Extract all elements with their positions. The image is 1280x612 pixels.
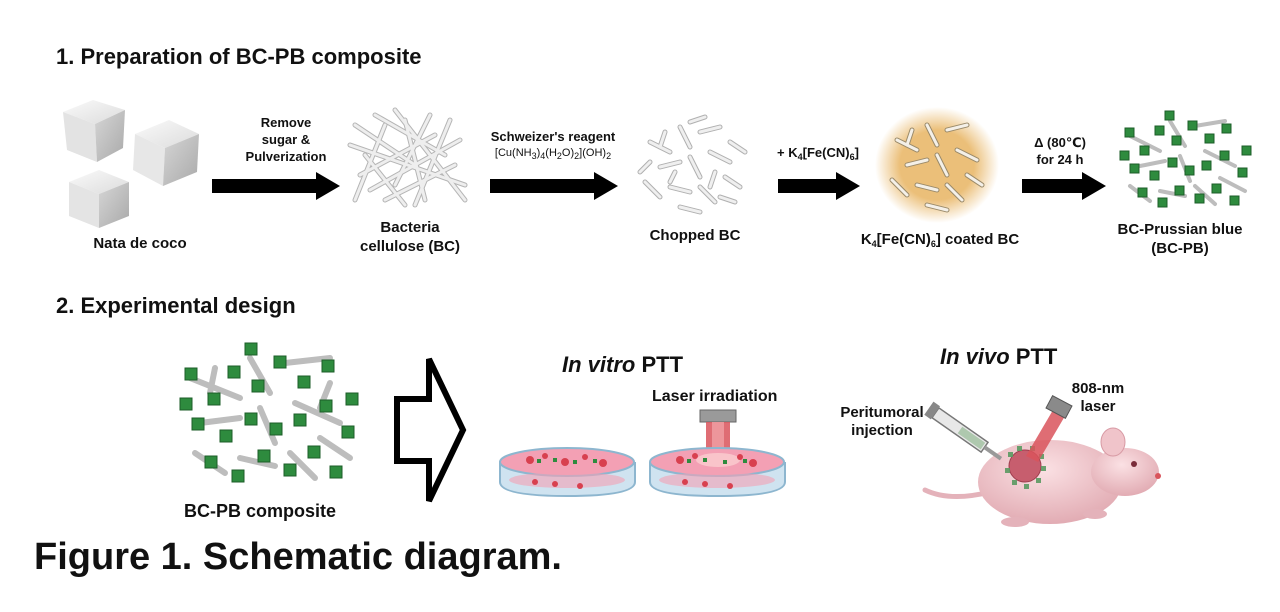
formula-part: [Fe(CN) (802, 145, 850, 160)
formula-subscript: 4 (540, 151, 546, 161)
arrow4-label-line2: for 24 h (1036, 152, 1084, 167)
laser-line1: 808-nm (1071, 380, 1125, 397)
laser-irradiation-label: Laser irradiation (652, 388, 778, 405)
formula-part: + K (777, 145, 798, 160)
laser-line2: laser (1080, 398, 1116, 415)
arrow2-label-line1: Schweizer's reagent (490, 129, 616, 144)
arrow4-label: Δ (80℃) for 24 h (1020, 134, 1100, 168)
peritumoral-injection-label: Peritumoral injection (832, 404, 932, 440)
formula-subscript: 6 (930, 239, 936, 249)
bc-pb-label-line1: BC-Prussian blue (1117, 221, 1243, 238)
petri-dish-2-icon (649, 447, 786, 498)
ptt-text: PTT (1009, 344, 1058, 369)
bc-pb-composite-label: BC-PB composite (183, 501, 336, 521)
formula-part: ](OH) (579, 147, 607, 159)
bc-pb-label: BC-Prussian blue (BC-PB) (1100, 220, 1260, 258)
formula-part: ) (536, 147, 541, 159)
peritumoral-line2: injection (851, 422, 913, 439)
formula-part: ] (854, 145, 859, 160)
petri-dish-1-icon (499, 447, 636, 498)
arrow1-label-line3: Pulverization (245, 149, 327, 164)
arrow1-label-line1: Remove (260, 115, 312, 130)
chopped-bc-label: Chopped BC (649, 227, 741, 244)
bc-label-line1: Bacteria (380, 219, 440, 236)
bacteria-cellulose-label: Bacteria cellulose (BC) (345, 218, 475, 256)
ptt-text: PTT (635, 352, 684, 377)
formula-part: [Cu(NH (494, 147, 532, 159)
formula-subscript: 3 (531, 151, 537, 161)
formula-part: [Fe(CN) (876, 231, 931, 248)
section1-title: 1. Preparation of BC-PB composite (56, 44, 422, 69)
formula-part: O) (561, 147, 575, 159)
formula-part: ] coated BC (935, 231, 1020, 248)
formula-subscript: 2 (556, 151, 562, 161)
arrow3-icon (778, 172, 860, 200)
formula-subscript: 6 (849, 152, 855, 162)
arrow4-icon (1022, 172, 1106, 200)
in-vivo-italic: In vivo (940, 344, 1010, 369)
nata-de-coco-label: Nata de coco (93, 235, 187, 252)
arrow1-label-line2: sugar & (261, 132, 311, 147)
in-vitro-ptt-title: In vitro PTT (562, 352, 683, 378)
arrow2-label: Schweizer's reagent [Cu(NH3)4(H2O)2](OH)… (478, 128, 628, 165)
bc-pb-label-line2: (BC-PB) (1151, 240, 1209, 257)
bacteria-cellulose-fibers-icon (347, 107, 468, 208)
formula-subscript: 4 (871, 239, 877, 249)
formula-subscript: 2 (606, 151, 612, 161)
syringe-icon (924, 401, 1003, 461)
arrow3-label: + K4[Fe(CN)6] (768, 144, 868, 166)
bc-pb-composite-icon (179, 342, 359, 483)
arrow2-formula: [Cu(NH3)4(H2O)2](OH)2 (478, 145, 628, 165)
arrow4-label-line1: Δ (80℃) (1034, 135, 1086, 150)
formula-part: (H (545, 147, 557, 159)
arrow1-icon (212, 172, 340, 200)
peritumoral-line1: Peritumoral (840, 404, 924, 421)
laser-808nm-label: 808-nm laser (1058, 380, 1138, 416)
bc-label-line2: cellulose (BC) (359, 238, 461, 255)
bc-pb-particles-icon (1119, 110, 1252, 208)
chopped-bc-icon (637, 114, 748, 215)
nata-de-coco-cubes-icon (63, 100, 199, 228)
figure-caption: Figure 1. Schematic diagram. (34, 536, 562, 578)
coated-bc-label: K4[Fe(CN)6] coated BC (850, 230, 1030, 254)
arrow2-icon (490, 172, 618, 200)
formula-subscript: 4 (797, 152, 803, 162)
in-vivo-ptt-title: In vivo PTT (940, 344, 1057, 370)
coated-bc-icon (875, 107, 999, 223)
in-vitro-italic: In vitro (562, 352, 636, 377)
laser-beam-icon (1026, 394, 1073, 462)
arrow1-label: Remove sugar & Pulverization (226, 114, 346, 165)
section2-title: 2. Experimental design (56, 293, 296, 318)
mouse-model-icon (922, 394, 1161, 527)
petri-dishes-icon (499, 409, 786, 498)
formula-subscript: 2 (574, 151, 580, 161)
formula-part: K (860, 231, 872, 248)
hollow-arrow-icon (394, 357, 467, 503)
